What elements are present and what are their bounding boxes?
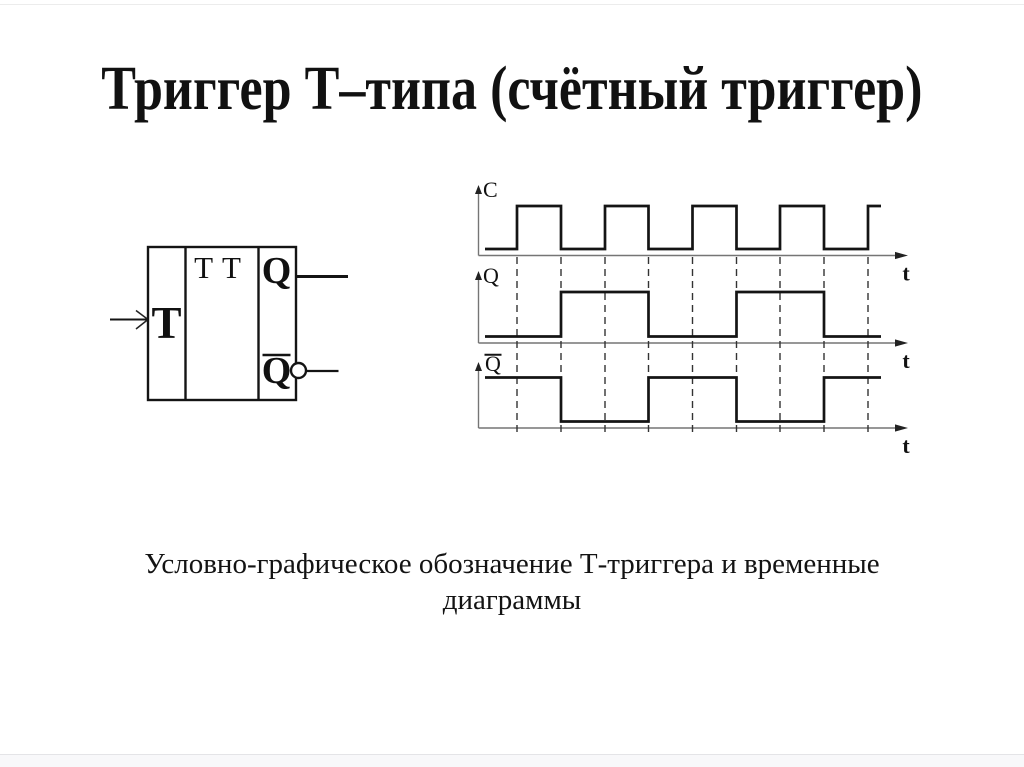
slide-border-top xyxy=(0,4,1024,5)
q-inverted-output-label: Q xyxy=(262,350,292,392)
slide-border-bottom xyxy=(0,754,1024,755)
signal-label-Qinv: Q xyxy=(485,351,501,376)
q-output-label: Q xyxy=(262,250,292,292)
signal-label-C: C xyxy=(483,177,498,202)
axis-arrow-up-Q xyxy=(475,271,482,280)
slide-footer-strip xyxy=(0,755,1024,767)
axis-arrow-up-C xyxy=(475,185,482,194)
time-label-Q: t xyxy=(902,348,910,373)
t-input-label: T xyxy=(151,298,181,348)
waveform-Qinv xyxy=(485,376,881,423)
waveform-C xyxy=(485,204,881,251)
axis-arrow-up-Qinv xyxy=(475,362,482,371)
caption: Условно-графическое обозначение Т-тригге… xyxy=(0,547,1024,618)
inversion-bubble xyxy=(289,361,308,380)
waveform-Q xyxy=(485,290,881,338)
time-axis-arrow-C xyxy=(895,251,908,260)
page-title: Триггер Т–типа (счётный триггер) xyxy=(0,58,1024,120)
symbol-box xyxy=(146,245,298,402)
page-title-text: Триггер Т–типа (счётный триггер) xyxy=(101,55,923,123)
flipflop-symbol: T TT Q Q xyxy=(110,245,348,402)
time-axis-arrow-Q xyxy=(895,339,908,347)
caption-line-2: диаграммы xyxy=(442,583,582,616)
input-edge-arrow-lower xyxy=(135,318,149,330)
caption-line-1: Условно-графическое обозначение Т-тригге… xyxy=(144,548,880,580)
signal-label-Q: Q xyxy=(483,263,499,288)
time-label-Qinv: t xyxy=(902,433,910,458)
time-label-C: t xyxy=(902,261,910,286)
tt-type-label: TT xyxy=(194,250,250,285)
time-axis-arrow-Qinv xyxy=(895,424,908,432)
input-edge-arrow-upper xyxy=(135,309,149,321)
